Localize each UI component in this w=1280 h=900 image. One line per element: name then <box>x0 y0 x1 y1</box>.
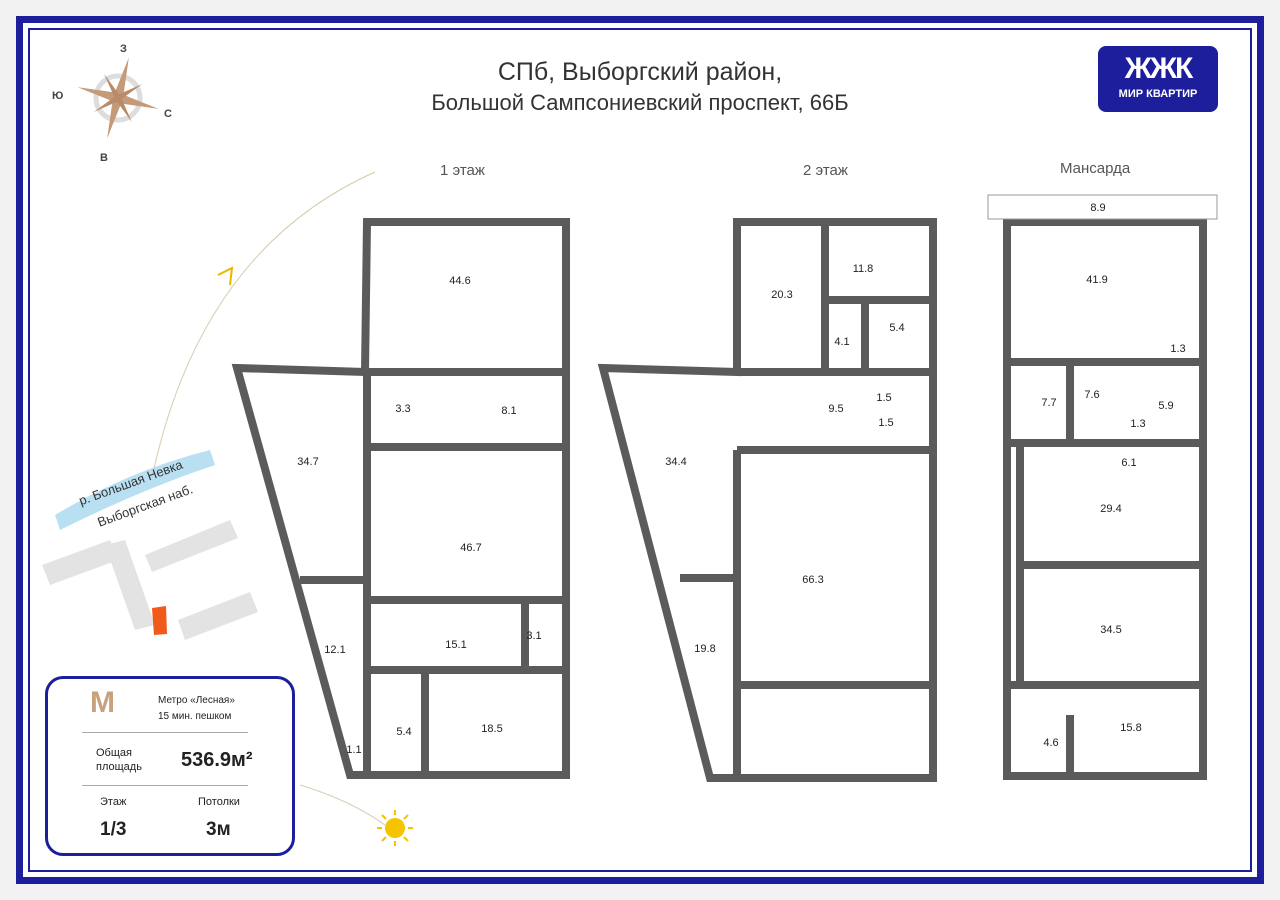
address-line-2: Большой Сампсониевский проспект, 66Б <box>431 90 849 115</box>
room-area: 6.1 <box>1121 457 1137 469</box>
brand-logo: ЖЖК МИР КВАРТИР <box>1098 46 1218 112</box>
room-area: 20.3 <box>771 289 793 301</box>
total-area: 536.9м² <box>181 749 253 771</box>
room-area: 29.4 <box>1100 503 1122 515</box>
room-area: 41.9 <box>1086 274 1108 286</box>
room-area: 1.3 <box>1170 343 1186 355</box>
balcony <box>987 194 1218 220</box>
floor-label: Этаж <box>100 796 127 808</box>
metro-icon: M <box>90 686 115 719</box>
target-building <box>152 606 167 635</box>
room-area: 7.7 <box>1041 397 1057 409</box>
mansarda-label: Мансарда <box>1060 160 1131 177</box>
sun-path-arc <box>151 171 376 479</box>
floor-1-label: 1 этаж <box>440 162 485 179</box>
room-area: 5.9 <box>1158 400 1174 412</box>
address-line-1: СПб, Выборгский район, <box>497 58 783 86</box>
arrow-icon <box>217 266 234 286</box>
map-buildings <box>42 520 258 640</box>
ceiling-label: Потолки <box>198 796 240 808</box>
room-area: 12.1 <box>324 644 346 656</box>
room-area: 4.6 <box>1043 737 1059 749</box>
room-area: 34.4 <box>665 456 687 468</box>
room-area: 44.6 <box>449 275 471 287</box>
room-area: 15.8 <box>1120 722 1142 734</box>
room-area: 1.1 <box>346 744 362 756</box>
floor-2-label: 2 этаж <box>803 162 848 179</box>
room-area: 34.7 <box>297 456 319 468</box>
room-area: 8.1 <box>501 405 517 417</box>
room-area: 34.5 <box>1100 624 1122 636</box>
floor-2-walls <box>597 218 937 782</box>
room-area: 1.5 <box>878 417 894 429</box>
room-area: 1.5 <box>876 392 892 404</box>
mansarda-walls <box>1003 218 1207 780</box>
compass-label-n: З <box>120 43 127 55</box>
compass-label-s: В <box>100 152 108 164</box>
room-area: 7.6 <box>1084 389 1100 401</box>
room-area: 18.5 <box>481 723 503 735</box>
room-area: 9.5 <box>828 403 844 415</box>
room-area: 5.4 <box>396 726 412 738</box>
info-card: M Метро «Лесная» 15 мин. пешком Общая пл… <box>45 676 295 856</box>
room-area: 3.3 <box>395 403 411 415</box>
compass-label-e: С <box>164 108 172 120</box>
moon-icon <box>367 156 386 187</box>
logo-name: МИР КВАРТИР <box>1118 88 1198 100</box>
room-area: 4.1 <box>834 336 850 348</box>
river <box>55 450 215 530</box>
room-area: 66.3 <box>802 574 824 586</box>
logo-mark: ЖЖК <box>1124 52 1194 85</box>
area-label-2: площадь <box>96 761 142 773</box>
room-area: 19.8 <box>694 643 716 655</box>
inner-frame <box>28 28 1252 872</box>
metro-walk-time: 15 мин. пешком <box>158 711 232 722</box>
room-area: 46.7 <box>460 542 482 554</box>
compass-label-w: Ю <box>52 90 64 102</box>
room-area: 8.9 <box>1090 202 1106 214</box>
room-area: 3.1 <box>526 630 542 642</box>
floor-value: 1/3 <box>100 819 127 840</box>
area-label-1: Общая <box>96 747 132 759</box>
room-area: 11.8 <box>852 263 874 275</box>
metro-station: Метро «Лесная» <box>158 695 235 706</box>
room-area: 15.1 <box>445 639 467 651</box>
sun-icon <box>377 810 413 846</box>
compass-rose-icon <box>77 57 159 139</box>
floor-1-walls <box>231 218 570 779</box>
room-area: 1.3 <box>1130 418 1146 430</box>
ceiling-value: 3м <box>206 819 231 840</box>
room-area: 5.4 <box>889 322 905 334</box>
